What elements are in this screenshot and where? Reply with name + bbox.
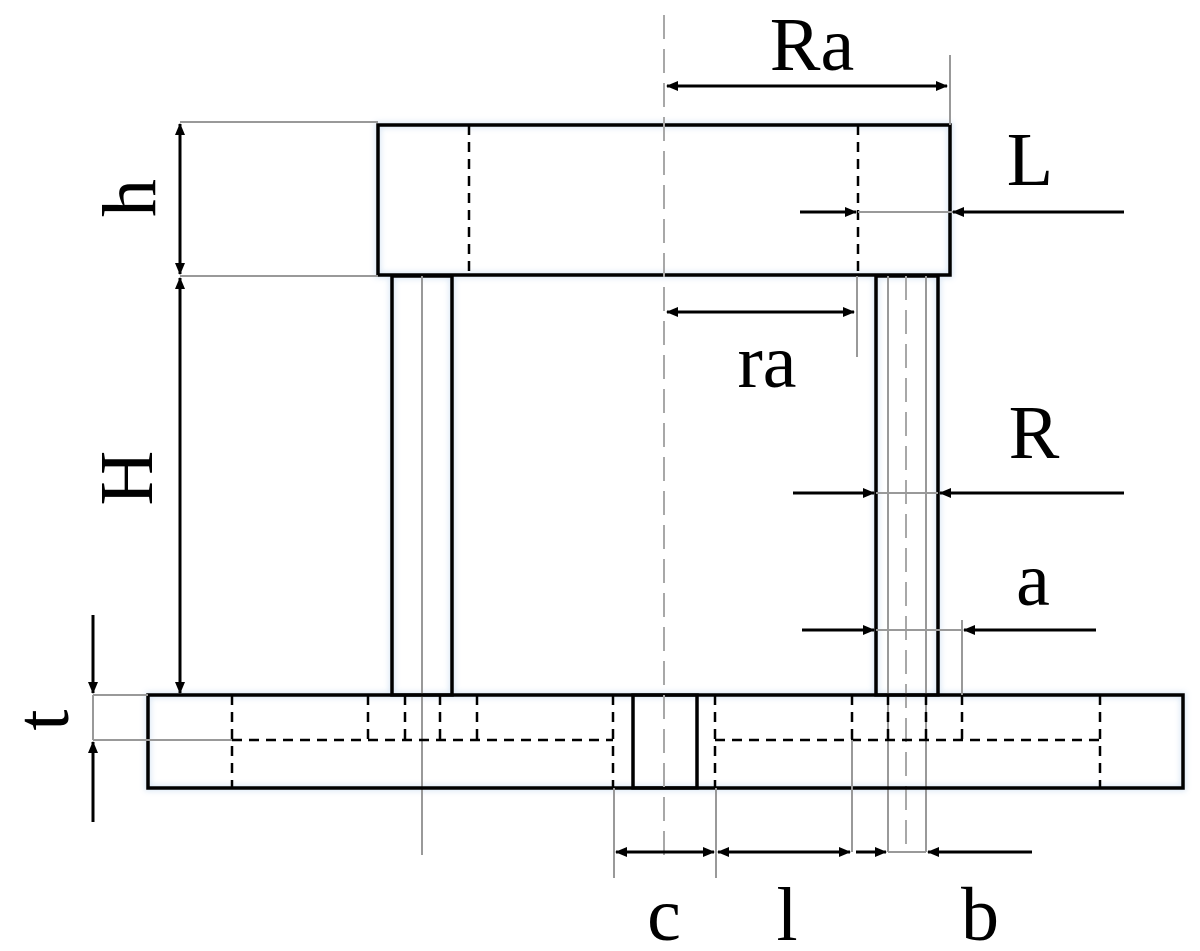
- left-hidden-slot: [230, 695, 615, 788]
- right-hidden-slot: [713, 695, 1102, 788]
- label-h: h: [88, 179, 172, 217]
- label-Ra: Ra: [770, 3, 854, 87]
- label-c: c: [647, 873, 681, 951]
- label-ra: ra: [737, 320, 796, 404]
- extension-lines: [92, 55, 963, 878]
- base-plate: [146, 693, 1185, 790]
- label-l: l: [776, 873, 797, 951]
- label-t: t: [1, 709, 85, 730]
- label-b: b: [961, 873, 999, 951]
- label-L: L: [1007, 118, 1053, 202]
- label-H: H: [85, 451, 169, 506]
- label-R: R: [1009, 391, 1060, 475]
- label-a: a: [1016, 538, 1050, 622]
